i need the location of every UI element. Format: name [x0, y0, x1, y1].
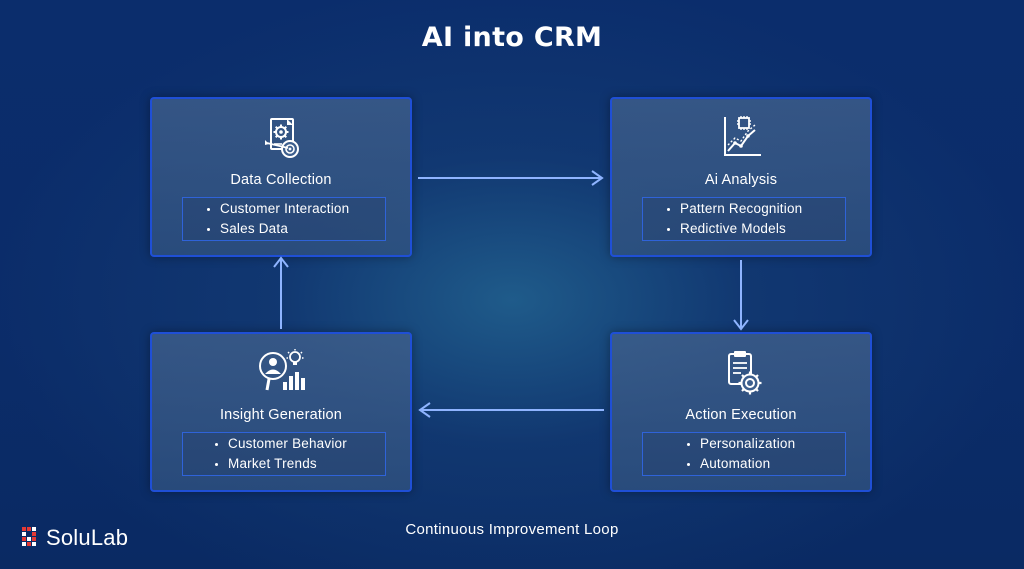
clipboard-gear-icon	[612, 348, 870, 396]
bullet-icon	[667, 207, 670, 211]
card-title: Ai Analysis	[704, 172, 778, 188]
list-item: Pattern Recognition	[643, 199, 845, 219]
arrow-left-icon	[418, 402, 604, 418]
person-lightbulb-bars-icon	[152, 348, 410, 396]
card-action-execution: Action Execution Personalization Automat…	[610, 332, 872, 492]
bullet-icon	[687, 442, 690, 446]
list-item: Sales Data	[183, 219, 385, 239]
card-insight-generation: Insight Generation Customer Behavior Mar…	[150, 332, 412, 492]
card-title: Insight Generation	[219, 407, 343, 423]
document-target-gear-icon	[152, 113, 410, 161]
list-item: Automation	[643, 454, 845, 474]
bullet-icon	[667, 227, 670, 231]
solulab-logo: SoluLab	[22, 525, 128, 551]
list-item: Customer Interaction	[183, 199, 385, 219]
list-item: Market Trends	[183, 454, 385, 474]
card-ai-analysis: Ai Analysis Pattern Recognition Redictiv…	[610, 97, 872, 257]
bullet-icon	[687, 462, 690, 466]
bullet-list: Personalization Automation	[642, 432, 846, 476]
bullet-icon	[207, 227, 210, 231]
solulab-logo-icon	[22, 527, 36, 546]
arrow-down-icon	[733, 260, 749, 331]
card-data-collection: Data Collection Customer Interaction Sal…	[150, 97, 412, 257]
bullet-icon	[207, 207, 210, 211]
loop-caption: Continuous Improvement Loop	[405, 521, 619, 538]
list-item: Customer Behavior	[183, 434, 385, 454]
bullet-icon	[215, 462, 218, 466]
bullet-icon	[215, 442, 218, 446]
bullet-list: Customer Behavior Market Trends	[182, 432, 386, 476]
card-title: Data Collection	[230, 172, 332, 188]
list-item: Personalization	[643, 434, 845, 454]
chip-line-chart-icon	[612, 113, 870, 161]
list-item: Redictive Models	[643, 219, 845, 239]
diagram-title: AI into CRM	[421, 22, 603, 53]
logo-text: SoluLab	[46, 525, 129, 550]
card-title: Action Execution	[685, 407, 797, 423]
arrow-up-icon	[273, 256, 289, 329]
bullet-list: Customer Interaction Sales Data	[182, 197, 386, 241]
bullet-list: Pattern Recognition Redictive Models	[642, 197, 846, 241]
arrow-right-icon	[418, 170, 604, 186]
